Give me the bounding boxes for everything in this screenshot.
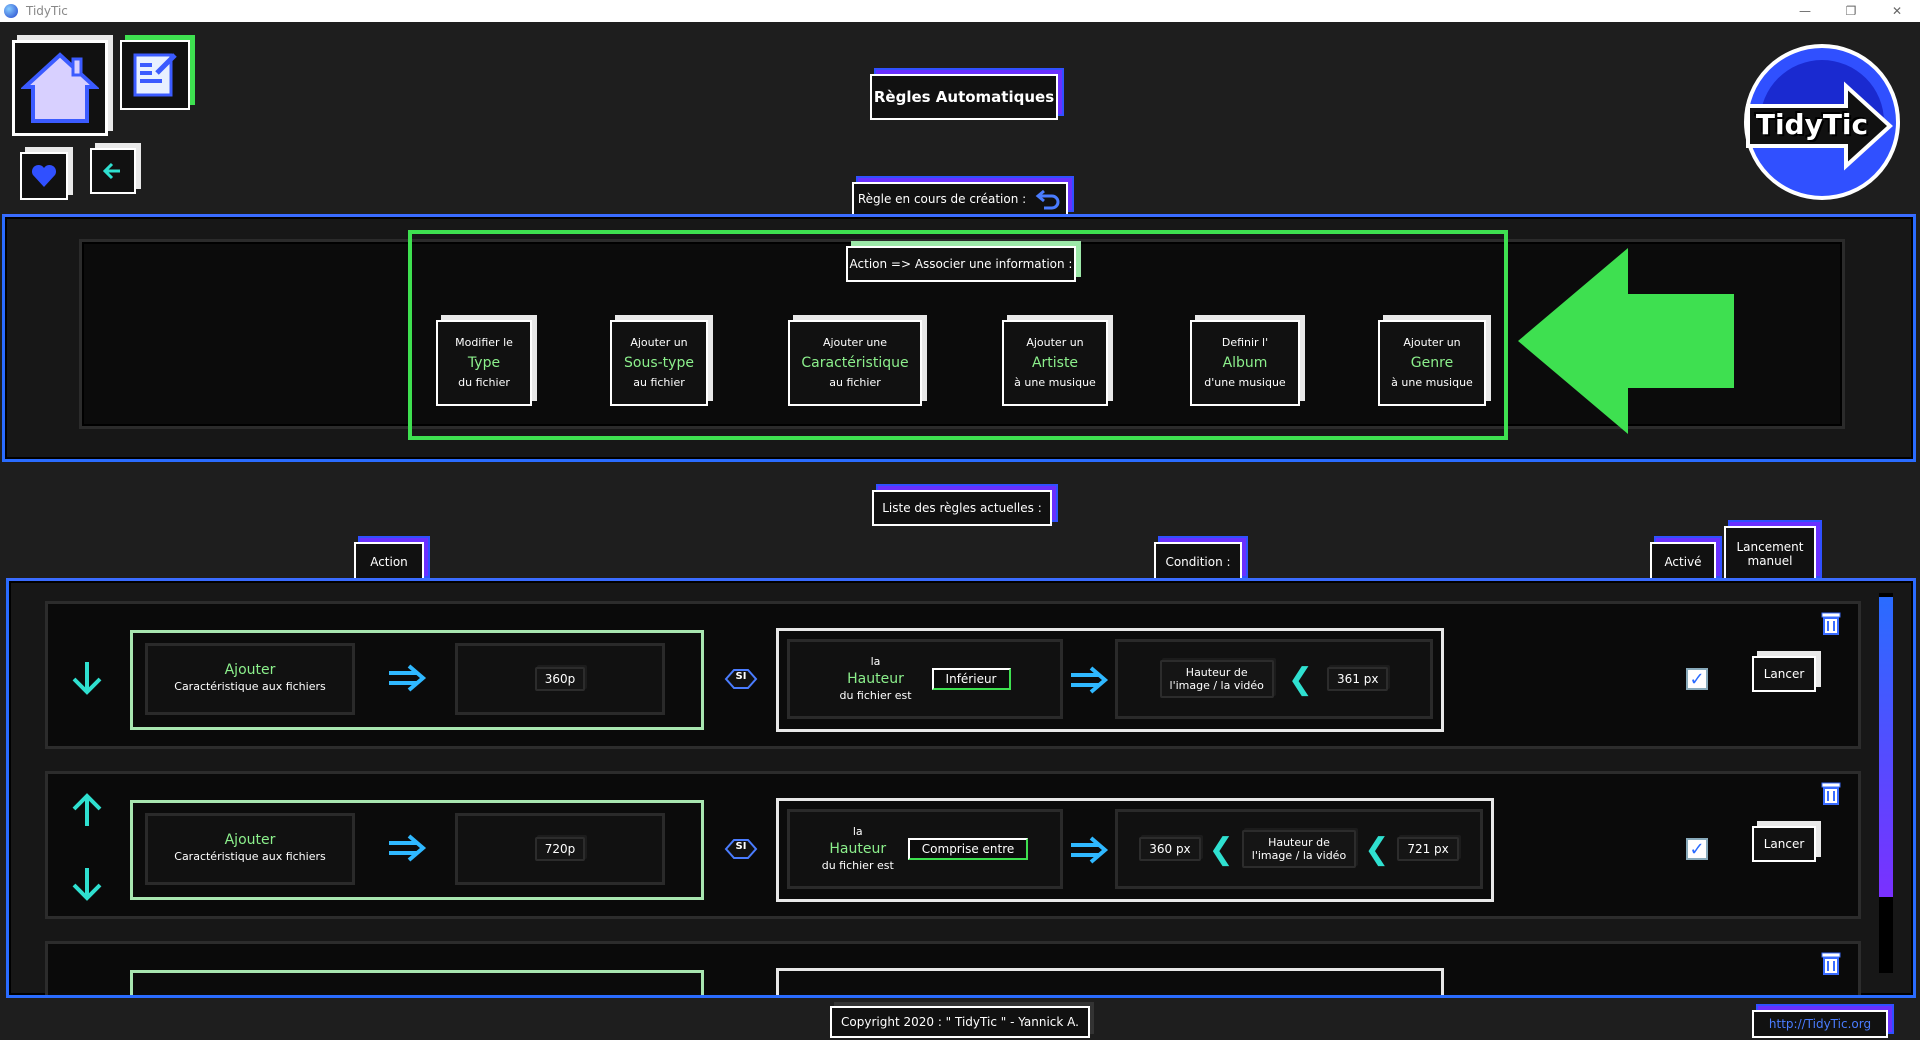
arrow-down-icon[interactable] (70, 660, 104, 696)
rule-action-box: Ajouter Caractéristique aux fichiers 360… (130, 630, 704, 730)
arrow-down-icon[interactable] (70, 866, 104, 902)
action-button-characteristic[interactable]: Ajouter une Caractéristique au fichier (788, 320, 922, 406)
launch-button[interactable]: Lancer (1752, 826, 1816, 862)
undo-icon[interactable] (1034, 187, 1062, 211)
rule-condition-cell: la Hauteur du fichier est Inférieur (787, 639, 1063, 719)
trash-icon[interactable] (1820, 780, 1842, 806)
rule-value-pill: 720p (534, 837, 586, 861)
target-pill: Hauteur de l'image / la vidéo (1241, 830, 1357, 868)
column-header-manual: Lancement manuel (1724, 526, 1816, 582)
condition-subject: la Hauteur du fichier est (839, 655, 912, 702)
low-bound-pill: 360 px (1139, 837, 1201, 861)
edit-list-icon (133, 53, 177, 97)
bound-pill: 361 px (1327, 667, 1389, 691)
column-header-condition: Condition : (1154, 542, 1242, 582)
rule-value-pill: 360p (534, 667, 586, 691)
action-highlight (408, 230, 1508, 440)
active-checkbox[interactable]: ✓ (1686, 838, 1708, 860)
arrow-left-icon (102, 162, 120, 180)
window-titlebar: TidyTic — ❐ ✕ (0, 0, 1920, 22)
bound-pill: 721 px (1397, 837, 1459, 861)
rule-action-cell: Ajouter Caractéristique aux fichiers (145, 643, 355, 715)
rule-target-cell: Hauteur de l'image / la vidéo ❮ 361 px (1115, 639, 1433, 719)
scrollbar-thumb[interactable] (1879, 597, 1893, 897)
action-label: Action => Associer une information : (846, 246, 1076, 282)
rule-value-cell: 720p (455, 813, 665, 885)
list-label: Liste des règles actuelles : (872, 490, 1052, 526)
column-header-action: Action (354, 542, 424, 582)
tidytic-logo: TidyTic (1742, 42, 1902, 202)
less-than-icon: ❮ (1364, 831, 1390, 867)
app-icon (4, 4, 18, 18)
column-header-active: Activé (1650, 542, 1716, 582)
si-badge: SI (724, 838, 758, 859)
active-checkbox[interactable]: ✓ (1686, 668, 1708, 690)
action-button-album[interactable]: Definir l' Album d'une musique (1190, 320, 1300, 406)
operator-pill[interactable]: Comprise entre (907, 838, 1029, 860)
arrow-up-icon[interactable] (70, 792, 104, 828)
action-button-type[interactable]: Modifier le Type du fichier (436, 320, 532, 406)
rule-row: Ajouter Caractéristique aux fichiers 720… (45, 771, 1861, 919)
close-button[interactable]: ✕ (1891, 4, 1903, 18)
rule-condition-box: la Hauteur du fichier est Inférieur Haut… (776, 628, 1444, 732)
window-controls: — ❐ ✕ (1782, 0, 1920, 22)
si-badge: SI (724, 668, 758, 689)
big-arrow-left-icon (1518, 248, 1734, 434)
less-than-icon: ❮ (1208, 831, 1234, 867)
action-button-artist[interactable]: Ajouter un Artiste à une musique (1002, 320, 1108, 406)
rule-condition-box: la Hauteur du fichier est Comprise entre… (776, 798, 1494, 902)
website-link[interactable]: http://TidyTic.org (1752, 1010, 1888, 1038)
trash-icon[interactable] (1820, 950, 1842, 976)
arrow-right-icon (389, 834, 427, 862)
rules-list-panel: Ajouter Caractéristique aux fichiers 360… (6, 578, 1916, 998)
rule-action-box (130, 970, 704, 995)
arrow-right-icon (389, 664, 427, 692)
rule-action-box: Ajouter Caractéristique aux fichiers 720… (130, 800, 704, 900)
target-pill: Hauteur de l'image / la vidéo (1159, 660, 1274, 698)
home-button[interactable] (12, 40, 108, 136)
rule-row (45, 941, 1861, 995)
operator-pill[interactable]: Inférieur (931, 668, 1011, 690)
home-icon (21, 52, 99, 123)
logo-text: TidyTic (1755, 108, 1869, 141)
heart-icon (31, 164, 57, 187)
action-button-subtype[interactable]: Ajouter un Sous-type au fichier (610, 320, 708, 406)
launch-button[interactable]: Lancer (1752, 656, 1816, 692)
copyright: Copyright 2020 : " TidyTic " - Yannick A… (830, 1006, 1090, 1038)
condition-subject: la Hauteur du fichier est (821, 825, 894, 872)
back-button[interactable] (90, 148, 136, 194)
trash-icon[interactable] (1820, 610, 1842, 636)
page-title: Règles Automatiques (870, 74, 1058, 120)
rule-action-cell: Ajouter Caractéristique aux fichiers (145, 813, 355, 885)
arrow-right-icon (1071, 666, 1109, 694)
maximize-button[interactable]: ❐ (1845, 4, 1857, 18)
favorites-button[interactable] (20, 152, 68, 200)
window-title: TidyTic (26, 4, 68, 18)
rule-row: Ajouter Caractéristique aux fichiers 360… (45, 601, 1861, 749)
creation-label: Règle en cours de création : (852, 182, 1068, 216)
logo-icon (1744, 44, 1900, 200)
edit-list-button[interactable] (120, 40, 190, 110)
minimize-button[interactable]: — (1799, 4, 1811, 18)
rule-condition-box (776, 968, 1444, 995)
action-button-genre[interactable]: Ajouter un Genre à une musique (1378, 320, 1486, 406)
rule-target-cell: 360 px ❮ Hauteur de l'image / la vidéo ❮… (1115, 809, 1483, 889)
arrow-right-icon (1071, 836, 1109, 864)
rule-condition-cell: la Hauteur du fichier est Comprise entre (787, 809, 1063, 889)
less-than-icon: ❮ (1287, 661, 1314, 697)
rule-value-cell: 360p (455, 643, 665, 715)
